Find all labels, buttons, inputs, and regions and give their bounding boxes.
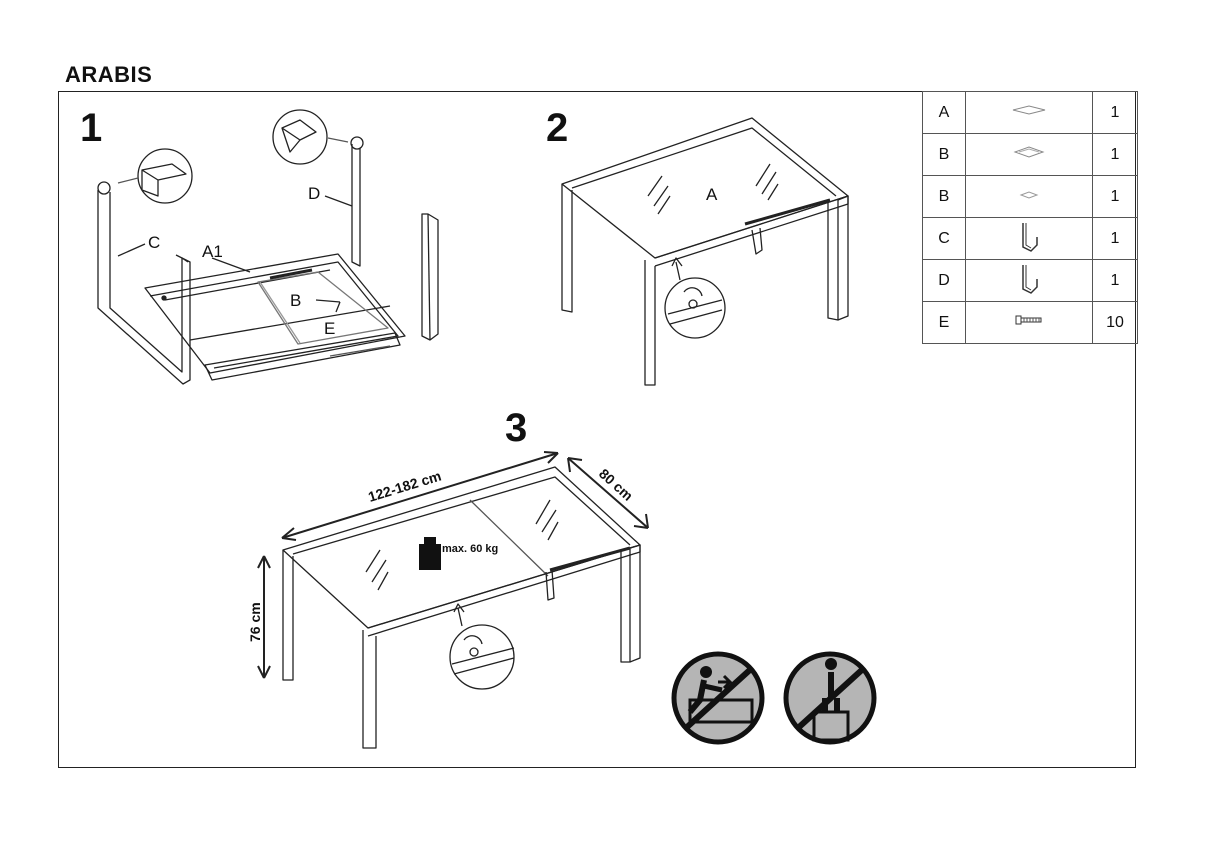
leg-icon <box>965 259 1093 302</box>
table-row: A 1 <box>922 91 1138 134</box>
part-letter: D <box>922 259 966 302</box>
part-letter: C <box>922 217 966 260</box>
label-c: C <box>148 233 160 252</box>
part-qty: 10 <box>1092 301 1138 344</box>
step-number-3: 3 <box>505 406 528 450</box>
document-title: ARABIS <box>65 62 153 87</box>
width-dimension: 80 cm <box>596 465 636 503</box>
height-dimension: 76 cm <box>247 602 263 642</box>
step3-table-drawing <box>282 466 641 749</box>
part-letter: E <box>922 301 966 344</box>
step-number-1: 1 <box>80 106 103 150</box>
step-number-2: 2 <box>546 106 569 150</box>
part-qty: 1 <box>1092 133 1138 176</box>
label-a1: A1 <box>202 242 223 261</box>
max-load-label: max. 60 kg <box>442 543 498 555</box>
step1-frame-drawing <box>97 109 439 385</box>
part-qty: 1 <box>1092 217 1138 260</box>
screw-icon <box>965 301 1093 344</box>
label-e: E <box>324 319 335 338</box>
detail-magnifier <box>137 148 193 204</box>
step2-table-drawing <box>561 117 849 386</box>
glass-panel-icon <box>965 133 1093 176</box>
parts-table: A 1 B 1 B 1 C 1 D 1 E 10 <box>922 91 1138 344</box>
table-row: B 1 <box>922 133 1138 176</box>
label-a: A <box>706 185 718 204</box>
label-d: D <box>308 184 320 203</box>
label-b: B <box>290 291 301 310</box>
table-row: D 1 <box>922 259 1138 302</box>
no-standing-icon <box>783 651 877 745</box>
no-sitting-icon <box>671 651 765 745</box>
dimension-arrows <box>257 451 649 679</box>
table-row: E 10 <box>922 301 1138 344</box>
detail-magnifier <box>272 109 328 165</box>
part-qty: 1 <box>1092 259 1138 302</box>
instruction-frame <box>58 91 1136 768</box>
weight-icon <box>419 537 441 570</box>
